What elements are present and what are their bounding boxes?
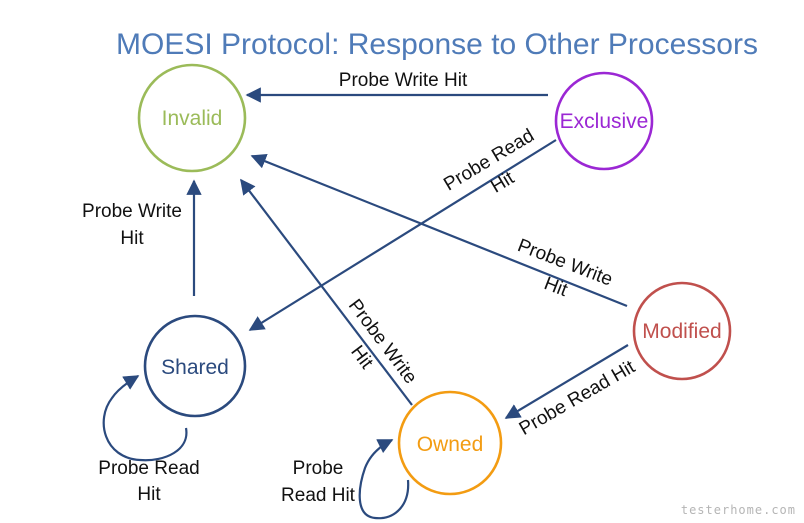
edge-shared-self-loop	[102, 375, 188, 462]
edge-label-modified-to-invalid-line2: Hit	[541, 273, 571, 301]
edge-modified-to-invalid	[250, 153, 628, 308]
edge-label-shared-to-invalid-line2: Hit	[120, 228, 144, 249]
state-exclusive-label: Exclusive	[560, 110, 649, 133]
state-owned-label: Owned	[417, 433, 484, 456]
edge-label-owned-to-invalid-line2: Hit	[346, 342, 377, 374]
state-shared: Shared	[143, 314, 247, 418]
edge-label-owned-self-line2: Read Hit	[281, 485, 356, 506]
edge-label-owned-to-invalid: Probe Write Hit	[344, 295, 421, 387]
edge-exclusive-to-shared	[248, 139, 557, 331]
state-modified: Modified	[632, 281, 732, 381]
diagram-title: MOESI Protocol: Response to Other Proces…	[116, 28, 758, 61]
edge-owned-to-invalid	[240, 178, 413, 406]
state-owned: Owned	[397, 390, 503, 496]
edge-label-shared-self-line2: Hit	[137, 484, 161, 505]
edge-label-modified-to-invalid: Probe Write Hit	[515, 235, 616, 301]
edge-label-owned-to-invalid-line1: Probe Write	[344, 295, 421, 387]
edge-label-exclusive-to-shared: Probe Read Hit	[440, 125, 538, 197]
state-exclusive: Exclusive	[554, 71, 654, 171]
edge-label-modified-to-owned-line1: Probe Read Hit	[516, 356, 640, 439]
edge-modified-to-owned	[504, 344, 629, 419]
edge-owned-self-loop	[358, 439, 410, 520]
edge-label-shared-self-line1: Probe Read	[98, 458, 199, 479]
edge-label-shared-to-invalid-line1: Probe Write	[82, 201, 182, 222]
edge-label-exclusive-to-shared-line2: Hit	[487, 167, 518, 197]
edge-label-modified-to-owned: Probe Read Hit	[516, 356, 640, 439]
watermark: testerhome.com	[680, 503, 796, 517]
state-invalid: Invalid	[137, 63, 247, 173]
state-invalid-label: Invalid	[162, 107, 223, 130]
edge-label-owned-self-line1: Probe	[293, 458, 344, 479]
edge-label-exclusive-to-invalid: Probe Write Hit	[339, 70, 468, 91]
state-modified-label: Modified	[642, 320, 721, 343]
state-shared-label: Shared	[161, 356, 229, 379]
